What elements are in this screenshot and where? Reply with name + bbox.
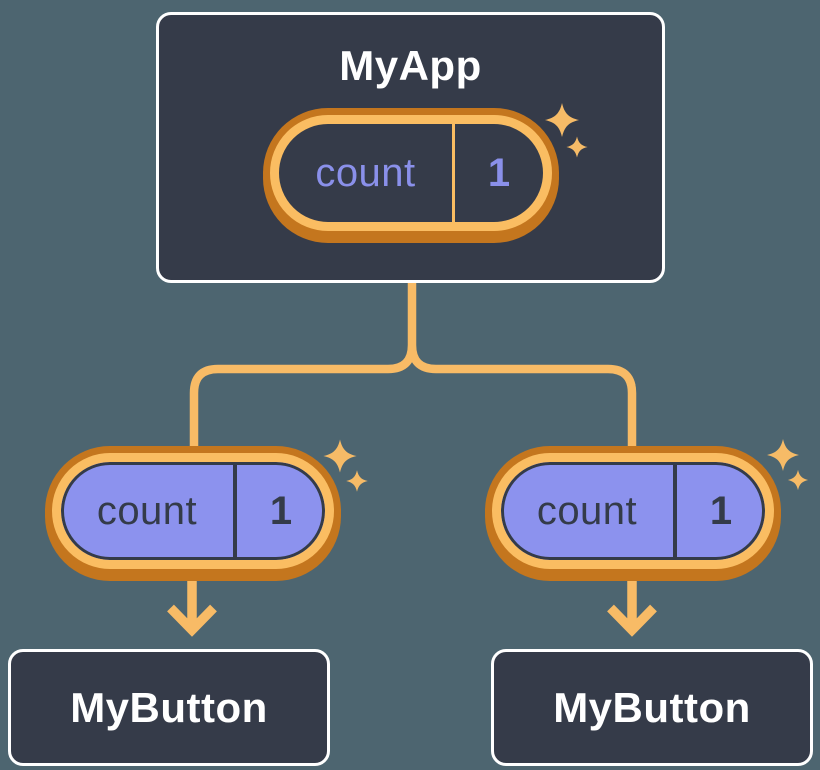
- root-component-title: MyApp: [339, 42, 482, 89]
- state-value: 1: [487, 150, 511, 195]
- left-prop-arrow: [167, 566, 217, 637]
- sparkle-icon: [767, 439, 799, 471]
- left-child-component-title: MyButton: [70, 683, 268, 731]
- right-prop-pill: count 1: [492, 453, 774, 569]
- left-child-component-card: MyButton: [8, 649, 330, 766]
- right-prop-arrow: [607, 566, 657, 637]
- left-prop-pill: count 1: [52, 453, 334, 569]
- sparkle-icon: [346, 470, 368, 492]
- pill-divider: [233, 462, 237, 560]
- prop-value: 1: [269, 488, 293, 533]
- sparkle-icon: [323, 439, 357, 473]
- prop-name-label: count: [96, 488, 198, 533]
- pill-divider: [452, 124, 455, 222]
- pill-divider: [673, 462, 677, 560]
- root-state-pill: count 1: [270, 115, 552, 231]
- right-child-component-card: MyButton: [491, 649, 813, 766]
- sparkle-icon: [787, 469, 809, 491]
- parent-to-children-connector-line: [189, 280, 637, 452]
- state-name-label: count: [315, 150, 416, 195]
- prop-name-label: count: [536, 488, 638, 533]
- prop-value: 1: [709, 488, 733, 533]
- right-child-component-title: MyButton: [553, 683, 751, 731]
